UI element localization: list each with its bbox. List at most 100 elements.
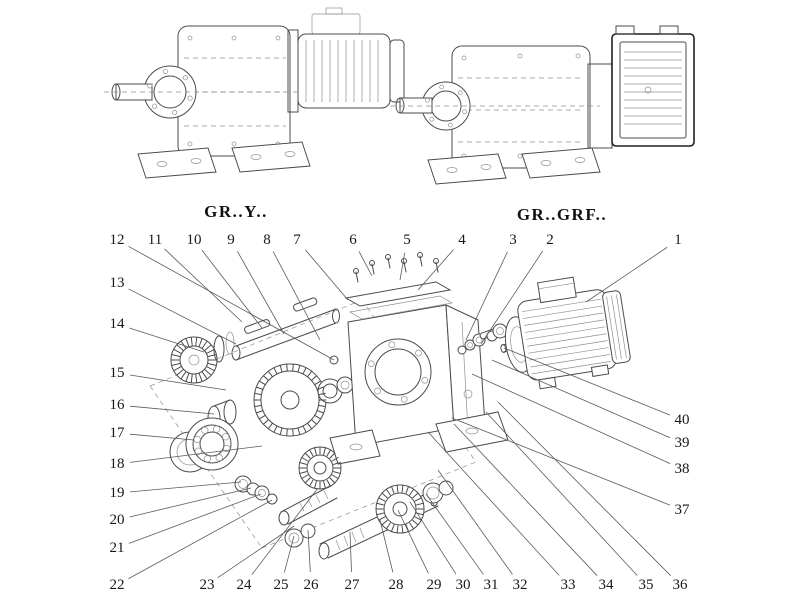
leader-line-38 xyxy=(471,373,671,465)
leader-line-11 xyxy=(164,248,243,323)
housing-detail-lines xyxy=(458,77,584,143)
callout-number-17: 17 xyxy=(110,425,126,441)
exploded-view xyxy=(147,68,631,560)
assembled-view-gr-grf xyxy=(390,25,695,185)
leader-line-23 xyxy=(217,525,295,579)
callout-number-11: 11 xyxy=(148,232,162,248)
model-label-gr-y: GR..Y.. xyxy=(204,202,268,221)
leader-line-37 xyxy=(451,417,671,506)
callout-number-30: 30 xyxy=(456,577,471,593)
leader-line-15 xyxy=(129,374,227,391)
leader-line-5 xyxy=(399,252,406,281)
generated-detail xyxy=(147,68,467,534)
callout-number-27: 27 xyxy=(345,577,361,593)
housing-bore xyxy=(364,338,432,406)
callout-number-38: 38 xyxy=(675,461,690,477)
callout-number-28: 28 xyxy=(389,577,404,593)
cover-bolts xyxy=(353,252,439,283)
callout-number-14: 14 xyxy=(110,316,126,332)
leader-line-14 xyxy=(129,327,205,353)
assembled-view-gr-y xyxy=(104,7,405,179)
cover-gasket xyxy=(349,295,453,320)
washer xyxy=(284,528,304,548)
motor-endcap xyxy=(389,39,405,103)
inspection-cover xyxy=(344,281,452,307)
callout-number-23: 23 xyxy=(200,577,215,593)
callout-number-35: 35 xyxy=(639,577,654,593)
motor-fins xyxy=(521,298,611,375)
callout-number-22: 22 xyxy=(110,577,125,593)
callout-number-12: 12 xyxy=(110,232,125,248)
leader-line-33 xyxy=(427,431,560,576)
leader-line-27 xyxy=(349,531,352,573)
leader-line-36 xyxy=(497,401,672,577)
leader-line-20 xyxy=(129,487,252,518)
callout-number-20: 20 xyxy=(110,512,125,528)
callout-number-26: 26 xyxy=(304,577,320,593)
motor-terminal-box xyxy=(311,13,361,35)
callout-number-37: 37 xyxy=(675,502,691,518)
ball-bearing xyxy=(185,417,239,471)
callout-number-6: 6 xyxy=(349,232,357,248)
shaft-key xyxy=(293,297,318,312)
mounting-foot xyxy=(521,147,601,179)
callout-number-3: 3 xyxy=(509,232,517,248)
callout-number-34: 34 xyxy=(599,577,615,593)
shaft-key xyxy=(244,319,271,334)
motor-foot xyxy=(590,364,610,377)
callout-number-25: 25 xyxy=(274,577,289,593)
leader-line-10 xyxy=(201,250,263,329)
leader-line-18 xyxy=(129,445,263,463)
motor-terminal-box xyxy=(536,276,577,304)
motor-tab xyxy=(659,25,679,35)
motor-flange xyxy=(287,29,299,113)
mounting-foot xyxy=(137,147,217,179)
leader-line-12 xyxy=(128,245,335,361)
washer xyxy=(266,493,278,505)
leader-line-1 xyxy=(585,246,668,303)
callout-number-36: 36 xyxy=(673,577,689,593)
callout-number-16: 16 xyxy=(110,397,126,413)
motor-body xyxy=(297,33,391,109)
large-gear xyxy=(253,363,327,437)
leader-line-3 xyxy=(465,251,508,341)
callout-number-4: 4 xyxy=(458,232,466,248)
callout-number-32: 32 xyxy=(513,577,528,593)
leader-line-9 xyxy=(237,251,285,335)
leader-line-40 xyxy=(503,347,671,416)
input-side-parts xyxy=(457,323,508,355)
leader-line-39 xyxy=(491,359,671,439)
leader-line-8 xyxy=(272,251,321,341)
callout-number-8: 8 xyxy=(263,232,271,248)
plug xyxy=(329,355,339,365)
mounting-foot xyxy=(427,153,507,185)
leader-line-29 xyxy=(397,509,429,574)
washer xyxy=(336,376,354,394)
callout-number-29: 29 xyxy=(427,577,442,593)
leader-line-30 xyxy=(409,501,457,575)
callout-number-18: 18 xyxy=(110,456,125,472)
leader-line-17 xyxy=(129,433,195,441)
callout-number-33: 33 xyxy=(561,577,576,593)
leader-line-13 xyxy=(128,288,237,345)
housing-foot xyxy=(329,429,381,465)
leader-line-31 xyxy=(425,493,484,575)
callout-number-39: 39 xyxy=(675,435,690,451)
motor-fins xyxy=(624,51,682,125)
leader-line-32 xyxy=(437,469,513,575)
callout-number-10: 10 xyxy=(187,232,202,248)
leader-line-7 xyxy=(305,249,349,301)
leader-line-22 xyxy=(128,499,273,580)
callout-number-40: 40 xyxy=(675,412,690,428)
seal-ring xyxy=(225,331,235,355)
seal-ring xyxy=(213,335,225,363)
input-shaft xyxy=(235,308,337,361)
motor-fins xyxy=(305,40,379,102)
callout-number-24: 24 xyxy=(237,577,253,593)
callout-number-2: 2 xyxy=(546,232,554,248)
leader-line-19 xyxy=(129,481,242,493)
leader-line-28 xyxy=(379,519,394,573)
leader-line-25 xyxy=(283,535,295,573)
